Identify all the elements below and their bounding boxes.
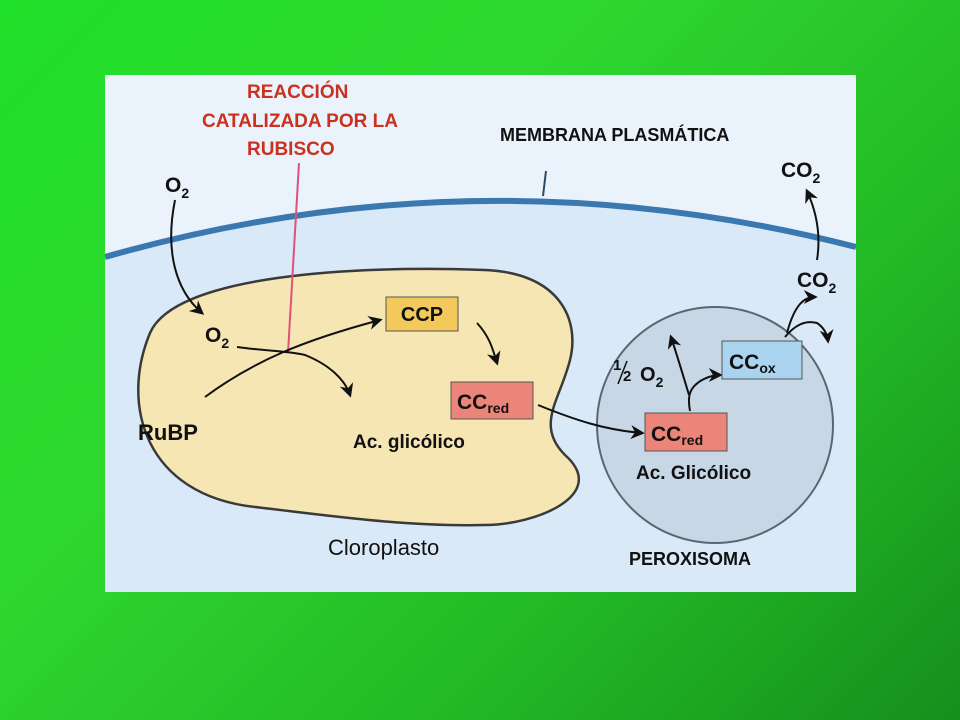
ccox-label: CCox — [729, 351, 776, 376]
arrow-ccred-to-peroxisome — [537, 404, 645, 440]
glycolic-acid-peroxisome: Ac. Glicólico — [636, 463, 751, 484]
ccred-chloroplast-box — [450, 381, 534, 420]
ccp-label: CCP — [401, 304, 443, 326]
arrow-ccred-to-ccox — [687, 368, 723, 412]
plasma-membrane — [105, 197, 856, 260]
rubp-label: RuBP — [138, 420, 198, 445]
arrow-co2-out-membrane — [805, 188, 820, 261]
half-fraction-slash — [617, 360, 628, 385]
ccp-box — [385, 296, 459, 332]
arrow-o2-release — [667, 334, 690, 396]
ccred-peroxisome-label: CCred — [651, 423, 703, 448]
rubisco-label-line3: RUBISCO — [247, 139, 335, 160]
rubisco-label-line1: REACCIÓN — [247, 81, 348, 103]
o2-outside: O2 — [165, 174, 189, 201]
chloroplast — [137, 267, 581, 527]
arrow-ccp-to-ccred — [476, 322, 501, 366]
co2-mid: CO2 — [797, 269, 837, 296]
ccred-chloroplast-label: CCred — [457, 391, 509, 416]
arrow-co2-branch — [786, 290, 818, 334]
arrow-rubp-to-ccp — [204, 316, 383, 398]
rubisco-pointer-line — [287, 162, 300, 354]
co2-top: CO2 — [781, 159, 821, 186]
arrow-o2-into-chloroplast — [170, 199, 205, 315]
membrane-pointer-line — [542, 170, 547, 197]
glycolic-acid-chloroplast: Ac. glicólico — [353, 432, 465, 453]
arrow-o2-to-reaction — [236, 346, 354, 398]
o2-chloroplast: O2 — [205, 324, 229, 351]
photorespiration-diagram: REACCIÓN CATALIZADA POR LA RUBISCO MEMBR… — [105, 75, 856, 592]
ccox-box — [721, 340, 803, 380]
half-o2: 1 2 O2 — [613, 353, 664, 390]
chloroplast-label: Cloroplasto — [328, 535, 439, 560]
ccred-peroxisome-box — [644, 412, 728, 452]
arrow-ccox-to-co2 — [784, 321, 834, 344]
rubisco-label-line2: CATALIZADA POR LA — [202, 111, 398, 132]
membrane-label: MEMBRANA PLASMÁTICA — [500, 124, 729, 145]
peroxisome-label: PEROXISOMA — [629, 549, 751, 569]
